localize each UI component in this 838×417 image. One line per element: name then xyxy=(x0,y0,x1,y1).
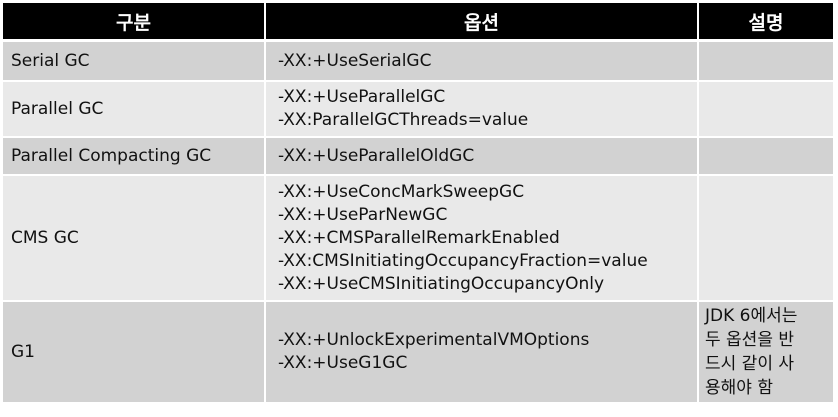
option-line: -XX:+CMSParallelRemarkEnabled xyxy=(278,227,560,248)
gc-name: CMS GC xyxy=(3,175,266,302)
table-row: G1 -XX:+UnlockExperimentalVMOptions -XX:… xyxy=(3,301,833,404)
gc-options: -XX:+UseParallelGC -XX:ParallelGCThreads… xyxy=(265,81,699,138)
option-line: -XX:+UseParallelGC xyxy=(278,87,446,107)
description-line: JDK 6에서는 xyxy=(705,306,798,326)
gc-name: Parallel GC xyxy=(3,81,266,138)
option-line: -XX:+UnlockExperimentalVMOptions xyxy=(278,330,590,350)
gc-options: -XX:+UseSerialGC xyxy=(265,40,699,82)
gc-name: Parallel Compacting GC xyxy=(3,137,266,176)
header-description: 설명 xyxy=(698,3,833,42)
table-row: Parallel Compacting GC -XX:+UseParallelO… xyxy=(3,137,833,176)
header-row: 구분 옵션 설명 xyxy=(3,3,833,42)
table-row: Parallel GC -XX:+UseParallelGC -XX:Paral… xyxy=(3,81,833,138)
option-line: -XX:CMSInitiatingOccupancyFraction=value xyxy=(278,250,648,271)
gc-options-table: 구분 옵션 설명 Serial GC -XX:+UseSerialGC Para… xyxy=(3,3,833,404)
header-category: 구분 xyxy=(3,3,266,42)
gc-description xyxy=(698,40,833,82)
option-line: -XX:ParallelGCThreads=value xyxy=(278,110,529,130)
option-line: -XX:+UseG1GC xyxy=(278,353,408,373)
description-line: 용해야 함 xyxy=(705,378,773,398)
option-line: -XX:+UseParallelOldGC xyxy=(278,145,475,166)
gc-description: JDK 6에서는 두 옵션을 반 드시 같이 사 용해야 함 xyxy=(698,301,833,404)
gc-description xyxy=(698,175,833,302)
gc-options: -XX:+UnlockExperimentalVMOptions -XX:+Us… xyxy=(265,301,699,404)
description-line: 두 옵션을 반 xyxy=(705,330,795,350)
gc-name: G1 xyxy=(3,301,266,404)
option-line: -XX:+UseParNewGC xyxy=(278,204,448,225)
gc-description xyxy=(698,81,833,138)
table-row: Serial GC -XX:+UseSerialGC xyxy=(3,40,833,82)
gc-options: -XX:+UseConcMarkSweepGC -XX:+UseParNewGC… xyxy=(265,175,699,302)
gc-options: -XX:+UseParallelOldGC xyxy=(265,137,699,176)
table-row: CMS GC -XX:+UseConcMarkSweepGC -XX:+UseP… xyxy=(3,175,833,302)
gc-description xyxy=(698,137,833,176)
option-line: -XX:+UseCMSInitiatingOccupancyOnly xyxy=(278,273,605,294)
option-line: -XX:+UseSerialGC xyxy=(278,50,432,71)
header-options: 옵션 xyxy=(265,3,699,42)
description-line: 드시 같이 사 xyxy=(705,354,795,374)
gc-name: Serial GC xyxy=(3,40,266,82)
option-line: -XX:+UseConcMarkSweepGC xyxy=(278,181,525,202)
